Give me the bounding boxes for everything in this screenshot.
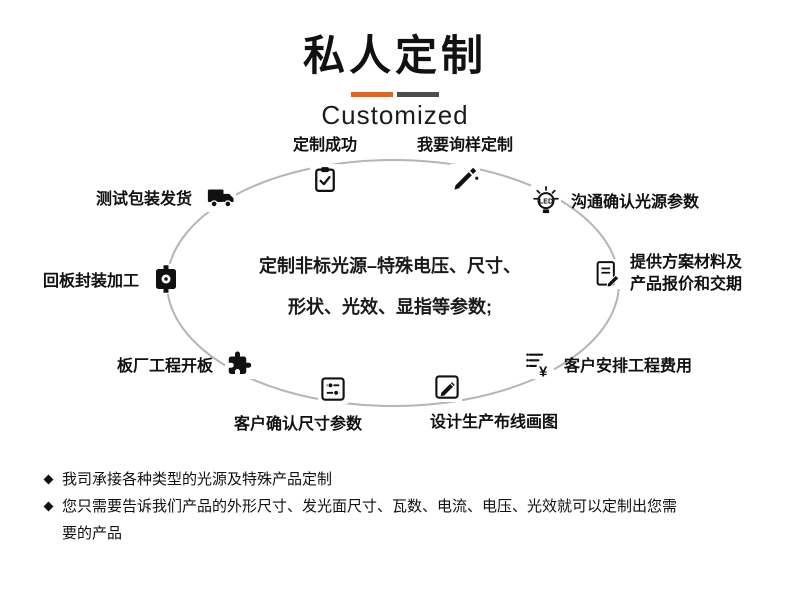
step-label: 客户确认尺寸参数 — [233, 416, 362, 433]
title-divider — [351, 92, 439, 97]
note-item: 我司承接各种类型的光源及特殊产品定制 — [43, 466, 682, 493]
header: 私人定制 Customized — [0, 22, 790, 131]
bullet-icon — [43, 474, 54, 485]
step-provide-quote: 提供方案材料及产品报价和交期 — [592, 252, 748, 296]
divider-gray-bar — [397, 92, 439, 97]
step-customization-complete: 定制成功 — [277, 131, 373, 194]
center-description: 定制非标光源–特殊电压、尺寸、 形状、光效、显指等参数; — [195, 246, 585, 328]
step-label: 回板封装加工 — [43, 273, 140, 290]
fee-yen-icon: ¥ — [524, 349, 554, 379]
pencil-draw-icon — [432, 372, 462, 402]
step-request-sample: 我要询样定制 — [405, 131, 525, 194]
led-bulb-icon: LED — [531, 185, 561, 215]
sliders-icon — [318, 374, 348, 404]
step-arrange-fees: ¥ 客户安排工程费用 — [524, 349, 692, 379]
truck-icon — [206, 182, 237, 212]
step-test-pack-ship: 测试包装发货 — [96, 182, 237, 212]
step-label: 定制成功 — [292, 137, 357, 154]
page-subtitle: Customized — [321, 100, 469, 130]
step-label: 板厂工程开板 — [117, 358, 214, 375]
note-text: 您只需要告诉我们产品的外形尺寸、发光面尺寸、瓦数、电流、电压、光效就可以定制出您… — [62, 498, 678, 542]
step-confirm-light-params: LED 沟通确认光源参数 — [531, 185, 699, 215]
step-label: 我要询样定制 — [416, 137, 513, 154]
step-label: 提供方案材料及产品报价和交期 — [630, 254, 743, 293]
step-board-fab: 板厂工程开板 — [117, 349, 256, 379]
clipboard-check-icon — [310, 164, 340, 194]
document-quote-icon — [592, 259, 622, 289]
chip-package-icon — [151, 264, 182, 294]
step-label: 沟通确认光源参数 — [571, 194, 700, 211]
step-label: 设计生产布线画图 — [429, 414, 558, 431]
center-description-line2: 形状、光效、显指等参数; — [288, 297, 492, 317]
page-title: 私人定制 — [302, 32, 487, 79]
puzzle-icon — [225, 349, 256, 379]
step-label: 客户安排工程费用 — [564, 358, 693, 375]
step-design-drawing: 设计生产布线画图 — [424, 372, 564, 432]
step-board-packaging: 回板封装加工 — [43, 264, 182, 294]
divider-accent-bar — [351, 92, 393, 97]
svg-text:¥: ¥ — [539, 364, 548, 380]
step-label: 测试包装发货 — [96, 191, 193, 208]
svg-text:LED: LED — [539, 199, 553, 206]
note-text: 我司承接各种类型的光源及特殊产品定制 — [62, 471, 333, 488]
pen-tool-icon — [450, 164, 480, 194]
bullet-icon — [43, 501, 54, 512]
step-confirm-dimensions: 客户确认尺寸参数 — [230, 374, 366, 434]
center-description-line1: 定制非标光源–特殊电压、尺寸、 — [258, 256, 521, 276]
note-item: 您只需要告诉我们产品的外形尺寸、发光面尺寸、瓦数、电流、电压、光效就可以定制出您… — [43, 493, 682, 547]
notes-list: 我司承接各种类型的光源及特殊产品定制 您只需要告诉我们产品的外形尺寸、发光面尺寸… — [43, 466, 682, 547]
